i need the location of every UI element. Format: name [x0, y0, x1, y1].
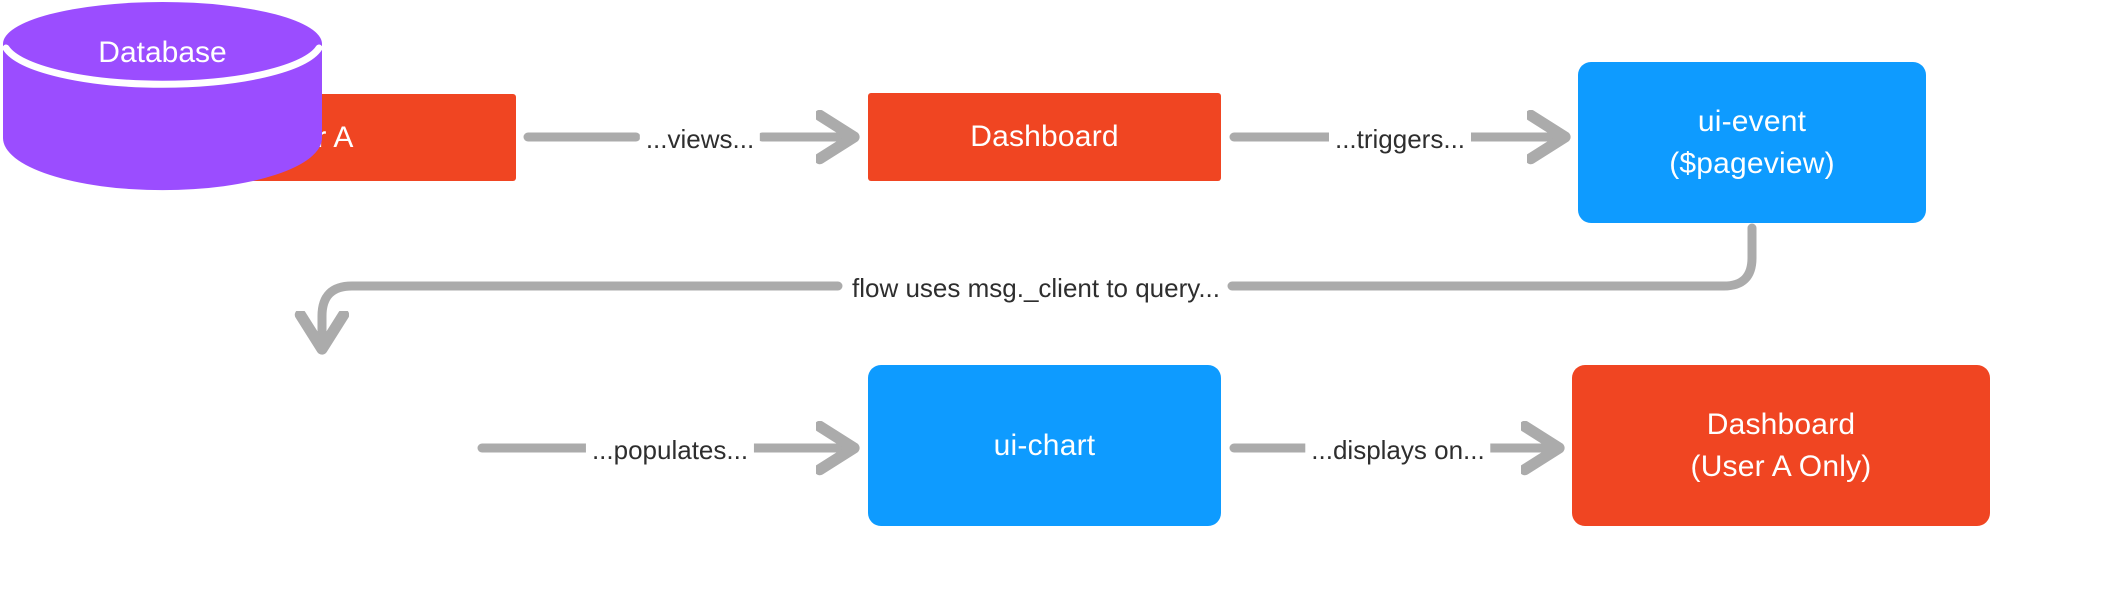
node-dashboard-user-a-sublabel: (User A Only) [1690, 449, 1872, 483]
node-dashboard-user-a[interactable]: Dashboard (User A Only) [1572, 365, 1990, 526]
node-ui-chart[interactable]: ui-chart [868, 365, 1221, 526]
node-database[interactable]: Database [0, 0, 325, 192]
edge-label-query: flow uses msg._client to query... [845, 275, 1227, 301]
node-dashboard-user-a-label: Dashboard [1706, 408, 1856, 442]
node-ui-event-label: ui-event [1697, 105, 1807, 139]
edge-label-triggers: ...triggers... [1328, 126, 1472, 152]
node-dashboard-label: Dashboard [970, 120, 1119, 154]
edge-label-views: ...views... [639, 126, 761, 152]
edge-label-displays: ...displays on... [1305, 437, 1491, 463]
edge-label-populates: ...populates... [585, 437, 755, 463]
node-dashboard[interactable]: Dashboard [868, 93, 1221, 181]
node-ui-chart-label: ui-chart [993, 428, 1096, 462]
database-cylinder-icon [2, 2, 323, 191]
node-ui-event[interactable]: ui-event ($pageview) [1578, 62, 1926, 223]
node-ui-event-sublabel: ($pageview) [1669, 146, 1835, 180]
